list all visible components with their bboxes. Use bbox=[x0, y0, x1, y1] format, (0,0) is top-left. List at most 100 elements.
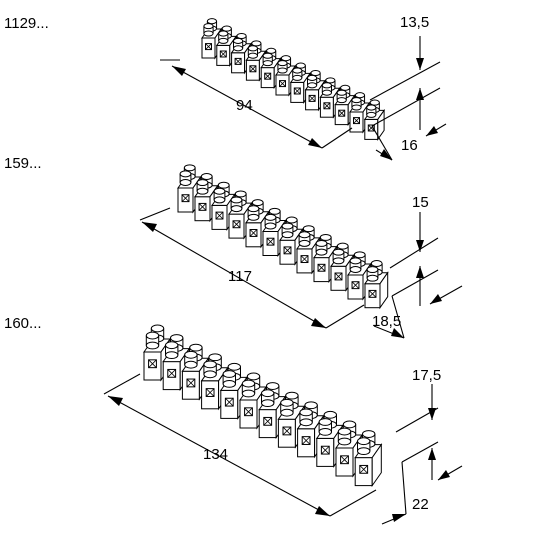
depth-value: 22 bbox=[412, 496, 429, 513]
screw-base bbox=[262, 60, 273, 67]
screw-head bbox=[266, 382, 280, 390]
screw-head bbox=[189, 343, 203, 352]
length-dimension-line bbox=[171, 65, 323, 149]
screw-base bbox=[332, 257, 345, 265]
screw-body bbox=[357, 441, 370, 452]
arrow-head bbox=[416, 58, 424, 70]
screw-head bbox=[349, 257, 362, 265]
screw-base bbox=[349, 266, 362, 273]
screw-head bbox=[247, 205, 260, 213]
screw-body bbox=[280, 402, 294, 413]
depth-value: 18,5 bbox=[372, 313, 401, 330]
screw-body bbox=[214, 191, 225, 200]
screw-head bbox=[340, 84, 351, 91]
screw-head bbox=[236, 32, 247, 40]
arrow-head bbox=[391, 328, 404, 338]
screw-head bbox=[280, 398, 294, 407]
screw-head bbox=[262, 52, 273, 59]
wire-entry-hatch bbox=[351, 281, 360, 289]
screw-body bbox=[233, 40, 243, 49]
screw-head bbox=[203, 360, 217, 369]
terminal-side-face bbox=[377, 108, 385, 141]
extension-line bbox=[325, 304, 365, 329]
screw-head bbox=[251, 199, 264, 207]
extension-line bbox=[139, 207, 171, 221]
terminal-strip-1129: 1129... 94 13,5 16 bbox=[4, 14, 447, 161]
screw-body bbox=[307, 77, 317, 86]
arrow-head bbox=[426, 126, 438, 136]
screw-base bbox=[230, 205, 243, 213]
screw-base bbox=[203, 370, 217, 379]
screw-body bbox=[146, 335, 159, 346]
screw-head bbox=[342, 420, 357, 429]
arrow-head bbox=[392, 514, 406, 522]
screw-body bbox=[333, 252, 344, 261]
screw-body bbox=[203, 364, 217, 375]
screw-head bbox=[336, 242, 349, 250]
screw-body bbox=[299, 234, 310, 244]
wire-entry-hatch bbox=[225, 397, 234, 407]
screw-head bbox=[246, 372, 261, 381]
screw-head bbox=[268, 207, 281, 215]
screw-head bbox=[170, 334, 184, 342]
wire-entry-hatch bbox=[215, 211, 224, 220]
screw-head bbox=[241, 379, 256, 388]
screw-head bbox=[280, 55, 292, 62]
terminal-unit bbox=[319, 77, 341, 119]
length-dimension-line bbox=[141, 221, 327, 329]
screw-body bbox=[350, 260, 361, 270]
wire-entry-hatch bbox=[167, 369, 176, 378]
extension-line bbox=[369, 61, 441, 101]
arrow-head bbox=[108, 396, 123, 406]
screw-base bbox=[218, 37, 229, 44]
screw-base bbox=[281, 231, 294, 239]
extension-line bbox=[103, 373, 141, 395]
screw-head bbox=[302, 225, 315, 233]
screw-head bbox=[323, 410, 338, 419]
screw-body bbox=[299, 412, 313, 423]
screw-head bbox=[234, 190, 247, 198]
screw-base bbox=[366, 274, 379, 282]
screw-head bbox=[354, 92, 366, 99]
screw-base bbox=[357, 447, 371, 456]
screw-body bbox=[265, 217, 276, 226]
wire-entry-hatch bbox=[300, 255, 309, 263]
screw-head bbox=[179, 170, 192, 178]
screw-base bbox=[280, 408, 294, 417]
screw-head bbox=[196, 179, 209, 187]
wire-entry-hatch bbox=[308, 95, 316, 102]
screw-base bbox=[292, 74, 303, 81]
wire-entry-hatch bbox=[249, 65, 257, 73]
screw-head bbox=[217, 181, 230, 189]
wire-entry-hatch bbox=[317, 264, 326, 272]
screw-head bbox=[304, 401, 318, 410]
screw-base bbox=[222, 379, 237, 388]
screw-head bbox=[247, 45, 258, 52]
wire-entry-hatch bbox=[244, 407, 253, 416]
screw-body bbox=[351, 100, 362, 108]
terminal-unit bbox=[363, 99, 386, 141]
screw-head bbox=[165, 341, 179, 350]
extension-line bbox=[389, 237, 439, 269]
screw-body bbox=[203, 26, 214, 34]
wire-entry-hatch bbox=[148, 359, 157, 368]
arrow-head bbox=[315, 506, 330, 516]
screw-base bbox=[196, 187, 209, 195]
screw-head bbox=[266, 47, 277, 54]
screw-head bbox=[357, 437, 371, 446]
terminal-unit bbox=[275, 55, 297, 97]
screw-head bbox=[200, 173, 213, 180]
arrow-head bbox=[311, 318, 326, 328]
arrow-head bbox=[308, 138, 322, 148]
screw-head bbox=[150, 324, 165, 333]
terminal-strip-body bbox=[143, 324, 383, 488]
arrow-head bbox=[428, 448, 436, 460]
screw-body bbox=[248, 48, 258, 56]
screw-head bbox=[183, 164, 196, 172]
screw-head bbox=[292, 67, 303, 74]
screw-head bbox=[213, 187, 226, 195]
wire-entry-hatch bbox=[232, 220, 241, 229]
extension-line bbox=[321, 127, 353, 149]
screw-base bbox=[307, 82, 318, 89]
